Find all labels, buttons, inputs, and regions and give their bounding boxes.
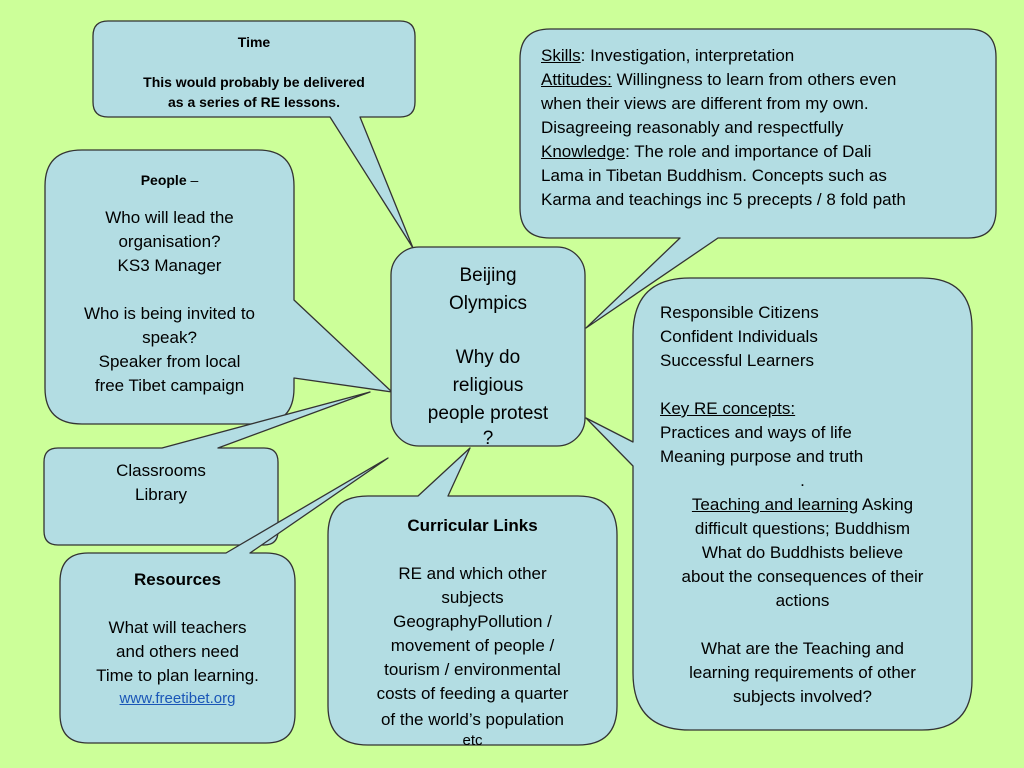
curricular-line-2: subjects (441, 588, 504, 607)
requirements-line-3: subjects involved? (733, 687, 872, 706)
resources-bubble (59, 457, 389, 744)
places-line-2: Library (135, 485, 187, 504)
concepts-label: Key RE concepts: (660, 399, 796, 418)
people-title: People (140, 172, 187, 188)
attitudes-value-1: Willingness to learn from others even (611, 70, 897, 89)
requirements-line-1: What are the Teaching and (701, 639, 904, 658)
people-q2-line-1: Who is being invited to (83, 304, 256, 323)
curricular-line-8: etc (462, 732, 483, 749)
center-line-6: ? (482, 428, 494, 449)
outcomes-text: Responsible Citizens Confident Individua… (640, 301, 965, 709)
places-line-1: Classrooms (116, 461, 206, 480)
teaching-learning-line-3: about the consequences of their (681, 567, 924, 586)
skills-bubble (519, 28, 997, 329)
time-text: Time This would probably be delivered as… (93, 32, 415, 112)
attitudes-value-2: when their views are different from my o… (541, 94, 869, 113)
knowledge-value-3: Karma and teachings inc 5 precepts / 8 f… (541, 190, 906, 209)
concepts-line-2: Meaning purpose and truth (660, 447, 864, 466)
people-text: People – Who will lead the organisation?… (45, 168, 294, 398)
people-a1: KS3 Manager (117, 256, 222, 275)
requirements-line-2: learning requirements of other (689, 663, 916, 682)
outcomes-line-2: Confident Individuals (660, 327, 818, 346)
center-text: Beijing Olympics Why do religious people… (391, 262, 585, 450)
curricular-line-6: costs of feeding a quarter (376, 684, 569, 703)
outcomes-bubble (585, 277, 973, 731)
freetibet-link[interactable]: www.freetibet.org (119, 690, 236, 707)
attitudes-value-3: Disagreeing reasonably and respectfully (541, 118, 844, 137)
curricular-title: Curricular Links (407, 516, 538, 535)
resources-line-1: What will teachers (108, 618, 247, 637)
curricular-line-3: GeographyPollution / (393, 612, 552, 631)
knowledge-label: Knowledge (541, 142, 626, 161)
people-a2-line-1: Speaker from local (98, 352, 241, 371)
skills-text: Skills: Investigation, interpretation At… (541, 44, 981, 212)
resources-line-2: and others need (116, 642, 239, 661)
people-a2-line-2: free Tibet campaign (94, 376, 245, 395)
curricular-line-5: tourism / environmental (384, 660, 561, 679)
skills-value: : Investigation, interpretation (580, 46, 795, 65)
outcomes-line-3: Successful Learners (660, 351, 815, 370)
curricular-line-1: RE and which other (398, 564, 547, 583)
knowledge-value-2: Lama in Tibetan Buddhism. Concepts such … (541, 166, 887, 185)
curricular-line-4: movement of people / (390, 636, 555, 655)
time-bubble (92, 20, 416, 249)
concepts-line-1: Practices and ways of life (660, 423, 852, 442)
resources-text: Resources What will teachers and others … (60, 568, 295, 709)
center-line-4: religious (452, 375, 524, 396)
resources-line-3: Time to plan learning. (96, 666, 259, 685)
teaching-learning-text: Asking (858, 495, 914, 514)
outcomes-dot: . (800, 471, 805, 490)
attitudes-label: Attitudes: (541, 70, 612, 89)
people-dash: – (186, 172, 199, 188)
center-line-1: Beijing (459, 265, 517, 286)
knowledge-value-1: : The role and importance of Dali (625, 142, 872, 161)
time-line-2: as a series of RE lessons. (168, 94, 340, 110)
curricular-text: Curricular Links RE and which other subj… (328, 514, 617, 748)
teaching-learning-label: Teaching and learning (691, 495, 859, 514)
people-q1-line-1: Who will lead the (105, 208, 234, 227)
time-line-1: This would probably be delivered (143, 74, 365, 90)
teaching-learning-line-1: difficult questions; Buddhism (694, 519, 911, 538)
resources-title: Resources (134, 570, 221, 589)
center-box (390, 246, 586, 447)
teaching-learning-line-4: actions (775, 591, 830, 610)
places-text: Classrooms Library (44, 459, 278, 507)
outcomes-line-1: Responsible Citizens (660, 303, 819, 322)
center-line-2: Olympics (448, 293, 528, 314)
center-line-3: Why do (455, 347, 521, 368)
time-title: Time (237, 34, 271, 50)
curricular-line-7: of the world’s population (380, 710, 565, 729)
curricular-bubble (327, 447, 618, 746)
teaching-learning-line-2: What do Buddhists believe (701, 543, 904, 562)
places-bubble (43, 391, 371, 546)
skills-label: Skills (541, 46, 581, 65)
center-line-5: people protest (427, 403, 549, 424)
people-q2-line-2: speak? (142, 328, 197, 347)
people-q1-line-2: organisation? (118, 232, 221, 251)
